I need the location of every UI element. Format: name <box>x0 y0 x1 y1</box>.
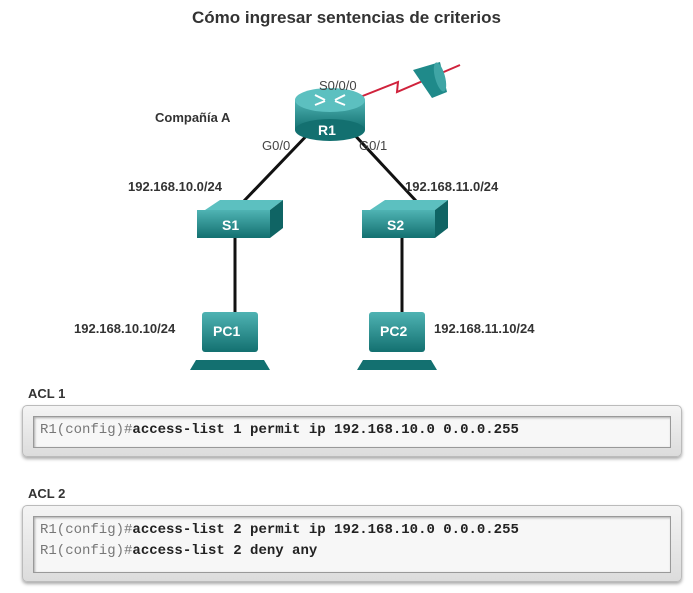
network-label: 192.168.11.0/24 <box>405 179 499 194</box>
g01-label: G0/1 <box>359 138 388 153</box>
acl-box: R1(config)#access-list 1 permit ip 192.1… <box>22 405 682 457</box>
cli-line: R1(config)#access-list 2 permit ip 192.1… <box>40 520 664 541</box>
switch-name: S1 <box>222 217 240 233</box>
cli-prompt: R1(config)# <box>40 522 133 538</box>
router-icon <box>295 88 365 141</box>
serial-interface-label: S0/0/0 <box>319 78 357 93</box>
company-label: Compañía A <box>155 110 231 125</box>
cli-prompt: R1(config)# <box>40 422 133 438</box>
link-r1-s2 <box>348 128 419 204</box>
page-title: Cómo ingresar sentencias de criterios <box>192 8 501 27</box>
pc-icon <box>190 312 270 370</box>
g00-label: G0/0 <box>262 138 291 153</box>
cli-output: R1(config)#access-list 2 permit ip 192.1… <box>33 516 671 573</box>
cli-line: R1(config)#access-list 2 deny any <box>40 541 664 562</box>
cli-command: access-list 2 deny any <box>132 543 318 559</box>
cli-line: R1(config)#access-list 1 permit ip 192.1… <box>40 420 664 441</box>
wan-cloud-icon <box>413 62 447 98</box>
pc-ip-label: 192.168.10.10/24 <box>74 321 176 336</box>
router-name: R1 <box>318 122 336 138</box>
switch-icon <box>362 200 448 238</box>
cli-output: R1(config)#access-list 1 permit ip 192.1… <box>33 416 671 448</box>
acl-label: ACL 2 <box>28 486 66 501</box>
switch-name: S2 <box>387 217 405 233</box>
acl-label: ACL 1 <box>28 386 66 401</box>
network-label: 192.168.10.0/24 <box>128 179 222 194</box>
pc-ip-label: 192.168.11.10/24 <box>434 321 535 336</box>
cli-command: access-list 2 permit ip 192.168.10.0 0.0… <box>132 522 519 538</box>
switch-icon <box>197 200 283 238</box>
link-r1-s1 <box>241 128 314 204</box>
pc-icon <box>357 312 437 370</box>
acl-box: R1(config)#access-list 2 permit ip 192.1… <box>22 505 682 582</box>
pc-name: PC1 <box>213 323 241 339</box>
pc-name: PC2 <box>380 323 408 339</box>
cli-command: access-list 1 permit ip 192.168.10.0 0.0… <box>132 422 519 438</box>
cli-prompt: R1(config)# <box>40 543 133 559</box>
topology-diagram <box>190 62 461 370</box>
